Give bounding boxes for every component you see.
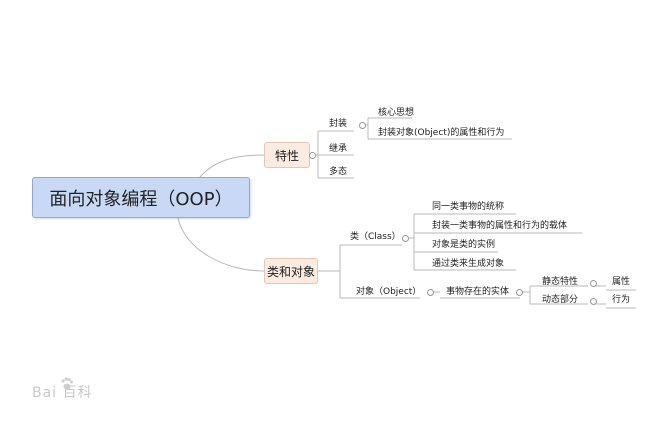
topic-attribute-label: 属性 xyxy=(612,277,631,287)
topic-class-child-3[interactable]: 对象是类的实例 xyxy=(432,239,495,251)
topic-class-child-label: 同一类事物的统称 xyxy=(432,202,505,212)
topic-behavior-label: 行为 xyxy=(612,295,631,305)
branch-class-object-node[interactable]: 类和对象 xyxy=(264,258,318,284)
topic-inheritance[interactable]: 继承 xyxy=(329,143,347,155)
paw-logo-icon xyxy=(61,377,73,390)
root-label: 面向对象编程（OOP） xyxy=(49,188,233,210)
topic-static-label: 静态特性 xyxy=(542,277,579,287)
branch-traits-node[interactable]: 特性 xyxy=(264,142,310,168)
root-node[interactable]: 面向对象编程（OOP） xyxy=(32,177,250,218)
topic-dynamic-label: 动态部分 xyxy=(542,295,579,305)
topic-static[interactable]: 静态特性 xyxy=(542,276,578,288)
topic-entity-label: 事物存在的实体 xyxy=(446,287,510,297)
topic-class-label: 类（Class） xyxy=(350,232,401,242)
topic-class-child-4[interactable]: 通过类来生成对象 xyxy=(432,258,504,270)
collapse-toggle-icon[interactable] xyxy=(427,289,434,296)
baidu-watermark: Bai 百科 xyxy=(32,382,93,402)
collapse-toggle-icon[interactable] xyxy=(359,122,366,129)
branch-traits-label: 特性 xyxy=(274,148,299,163)
branch-class-object-label: 类和对象 xyxy=(266,264,315,279)
topic-object-label: 对象（Object） xyxy=(356,287,422,297)
topic-class-child-2[interactable]: 封装一类事物的属性和行为的载体 xyxy=(432,220,567,232)
topic-polymorphism-label: 多态 xyxy=(329,167,348,177)
collapse-toggle-icon[interactable] xyxy=(590,298,597,305)
topic-core-idea[interactable]: 核心思想 xyxy=(378,107,414,119)
topic-entity[interactable]: 事物存在的实体 xyxy=(446,286,509,298)
topic-class-child-label: 封装一类事物的属性和行为的载体 xyxy=(432,221,568,231)
topic-encapsulation-label: 封装 xyxy=(329,119,348,129)
topic-class-child-1[interactable]: 同一类事物的统称 xyxy=(432,201,504,213)
topic-class-child-label: 对象是类的实例 xyxy=(432,240,496,250)
collapse-toggle-icon[interactable] xyxy=(309,152,316,159)
topic-encapsulation[interactable]: 封装 xyxy=(329,118,347,130)
collapse-toggle-icon[interactable] xyxy=(516,289,523,296)
topic-attribute[interactable]: 属性 xyxy=(612,276,630,288)
collapse-toggle-icon[interactable] xyxy=(590,280,597,287)
topic-encapsulate-object[interactable]: 封装对象(Object)的属性和行为 xyxy=(378,127,504,139)
topic-object[interactable]: 对象（Object） xyxy=(356,286,421,298)
collapse-toggle-icon[interactable] xyxy=(402,235,409,242)
watermark-text: Bai 百科 xyxy=(32,385,93,401)
topic-class-child-label: 通过类来生成对象 xyxy=(432,259,505,269)
topic-polymorphism[interactable]: 多态 xyxy=(329,166,347,178)
topic-class[interactable]: 类（Class） xyxy=(350,231,401,243)
topic-encapsulate-object-label: 封装对象(Object)的属性和行为 xyxy=(378,128,505,138)
topic-inheritance-label: 继承 xyxy=(329,144,348,154)
topic-behavior[interactable]: 行为 xyxy=(612,294,630,306)
topic-dynamic[interactable]: 动态部分 xyxy=(542,294,578,306)
topic-core-idea-label: 核心思想 xyxy=(378,108,415,118)
